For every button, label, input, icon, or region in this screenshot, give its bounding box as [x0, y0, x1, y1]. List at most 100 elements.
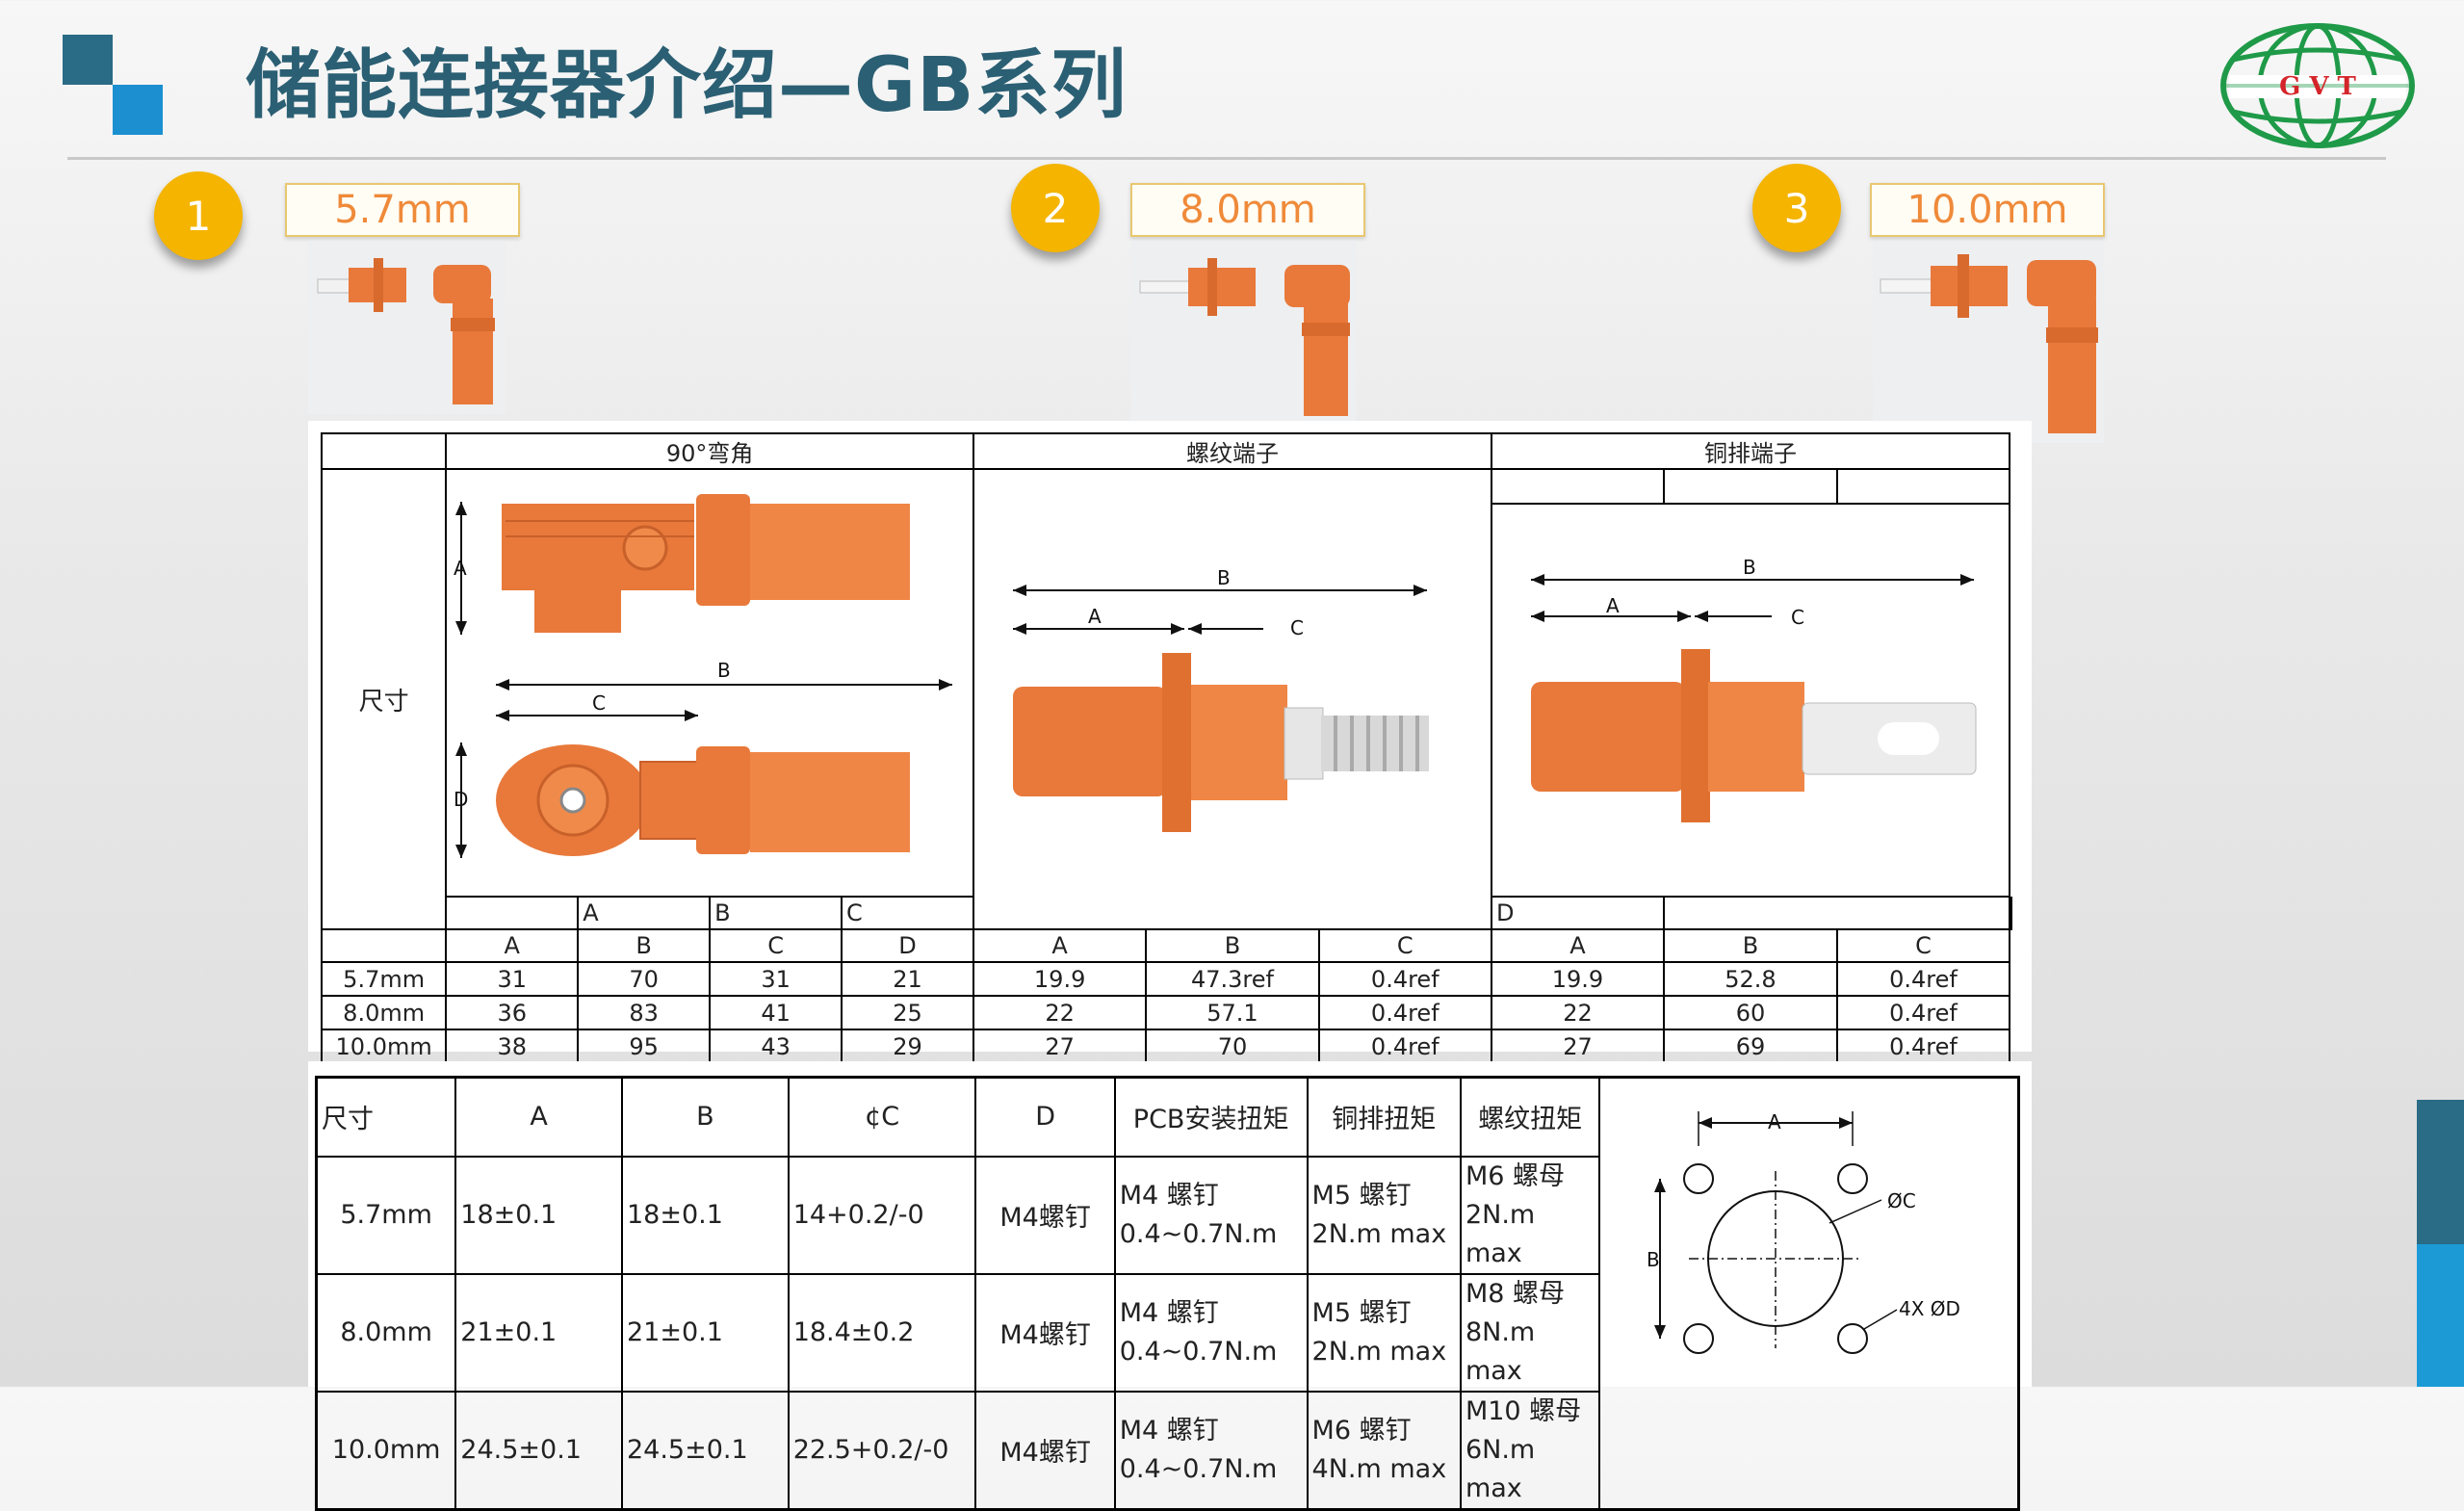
header-pcb-torque: PCB安装扭矩	[1113, 1076, 1309, 1158]
cell-b: 24.5±0.1	[620, 1390, 790, 1510]
column-head: C	[1835, 928, 2011, 963]
corner-cell	[320, 432, 448, 470]
row-size: 8.0mm	[315, 1272, 457, 1393]
cell: 41	[709, 995, 843, 1030]
cell: 36	[445, 995, 580, 1030]
cell: 31	[709, 961, 843, 997]
cell-d: M4螺钉	[974, 1390, 1116, 1510]
dimension-table: 90°弯角 螺纹端子 铜排端子 尺寸 A	[320, 432, 2012, 1064]
cell: 43	[709, 1029, 843, 1064]
sub-label-c: C	[841, 896, 974, 930]
cell: 47.3ref	[1145, 961, 1320, 997]
header-c: ¢C	[787, 1076, 977, 1158]
busbar-subhead-1	[1490, 468, 1665, 505]
cell: 22	[972, 995, 1148, 1030]
row-label-size: 尺寸	[320, 468, 448, 930]
side-accent-dark	[2417, 1100, 2464, 1244]
dim-label-a: A	[454, 557, 467, 580]
variant-size-3: 10.0mm	[1870, 183, 2105, 237]
row-size: 10.0mm	[320, 1029, 448, 1064]
dim-label-d: D	[454, 788, 468, 811]
table-row: 10.0mm 38 95 43 29 27 70 0.4ref 27 69 0.…	[320, 1029, 2011, 1064]
busbar-subhead-3	[1835, 468, 2011, 505]
empty-cell	[1662, 897, 2011, 930]
cell: 27	[1490, 1029, 1665, 1064]
empty-cell	[2009, 897, 2012, 930]
cell: 52.8	[1662, 961, 1838, 997]
row-size: 5.7mm	[315, 1155, 457, 1275]
header-divider	[67, 157, 2386, 160]
thread-label-a: A	[1088, 605, 1102, 628]
drawing-busbar-terminal: B A C	[1530, 556, 1977, 822]
cell: 70	[577, 961, 712, 997]
cell-b: 21±0.1	[620, 1272, 790, 1393]
column-head: A	[1490, 928, 1665, 963]
cell: 95	[577, 1029, 712, 1064]
header-a: A	[454, 1076, 623, 1158]
empty-cell	[445, 896, 580, 930]
pcb-footprint-drawing: A B ØC 4X ØD	[1647, 1110, 1960, 1354]
sub-label-b: B	[709, 896, 843, 930]
cell: 0.4ref	[1317, 995, 1492, 1030]
row-size: 5.7mm	[320, 961, 448, 997]
group-header-90: 90°弯角	[445, 432, 974, 470]
logo-square-dark	[63, 35, 113, 85]
column-head: D	[841, 928, 974, 963]
cell-c: 18.4±0.2	[787, 1272, 977, 1393]
cell: 83	[577, 995, 712, 1030]
cell: 0.4ref	[1835, 1029, 2011, 1064]
sub-label-a: A	[577, 896, 712, 930]
footprint-label-a: A	[1768, 1110, 1781, 1133]
group-header-thread: 螺纹端子	[972, 432, 1492, 470]
footprint-label-phi-c: ØC	[1887, 1189, 1916, 1212]
column-head: B	[1662, 928, 1838, 963]
gvt-globe-logo: G V T	[2220, 23, 2415, 148]
page-title: 储能连接器介绍—GB系列	[246, 42, 1128, 129]
thread-label-c: C	[1290, 616, 1304, 639]
cell: 57.1	[1145, 995, 1320, 1030]
busbar-label-b: B	[1743, 556, 1756, 579]
table-row: 8.0mm 36 83 41 25 22 57.1 0.4ref 22 60 0…	[320, 995, 2011, 1030]
logo-square-blue	[113, 85, 163, 135]
cell: 38	[445, 1029, 580, 1064]
variant-badge-1: 1	[154, 171, 243, 260]
cell-c: 22.5+0.2/-0	[787, 1390, 977, 1510]
drawing-90-elbow: A B C D	[454, 494, 953, 858]
column-head: A	[972, 928, 1148, 963]
column-head: B	[1145, 928, 1320, 963]
connector-photo-1	[308, 241, 506, 414]
logo-text: G V T	[2279, 72, 2356, 101]
thread-label-b: B	[1217, 566, 1231, 589]
column-head: C	[709, 928, 843, 963]
variant-size-1: 5.7mm	[285, 183, 520, 237]
cell: 29	[841, 1029, 974, 1064]
header-size: 尺寸	[315, 1076, 457, 1158]
dim-label-c: C	[592, 691, 606, 715]
sub-label-d: D	[1490, 896, 1665, 930]
group-header-busbar: 铜排端子	[1490, 432, 2011, 470]
drawing-busbar-cell: B A C	[1490, 503, 2011, 898]
footprint-drawing-cell: A B ØC 4X ØD	[1598, 1076, 2020, 1510]
cell-a: 18±0.1	[454, 1155, 623, 1275]
row-size: 8.0mm	[320, 995, 448, 1030]
variant-badge-2: 2	[1011, 164, 1100, 252]
cell-b: 18±0.1	[620, 1155, 790, 1275]
dim-label-b: B	[717, 659, 731, 682]
table-row: 5.7mm 31 70 31 21 19.9 47.3ref 0.4ref 19…	[320, 961, 2011, 997]
cell: 70	[1145, 1029, 1320, 1064]
variant-badge-3: 3	[1752, 164, 1841, 252]
drawing-90-cell: A B C D	[445, 468, 974, 898]
header-d: D	[974, 1076, 1116, 1158]
cell-d: M4螺钉	[974, 1155, 1116, 1275]
header-busbar-torque: 铜排扭矩	[1306, 1076, 1462, 1158]
cell: 27	[972, 1029, 1148, 1064]
table-row: 5.7mm 18±0.1 18±0.1 14+0.2/-0 M4螺钉 M4 螺钉…	[315, 1155, 2019, 1275]
footprint-label-holes: 4X ØD	[1899, 1297, 1960, 1320]
